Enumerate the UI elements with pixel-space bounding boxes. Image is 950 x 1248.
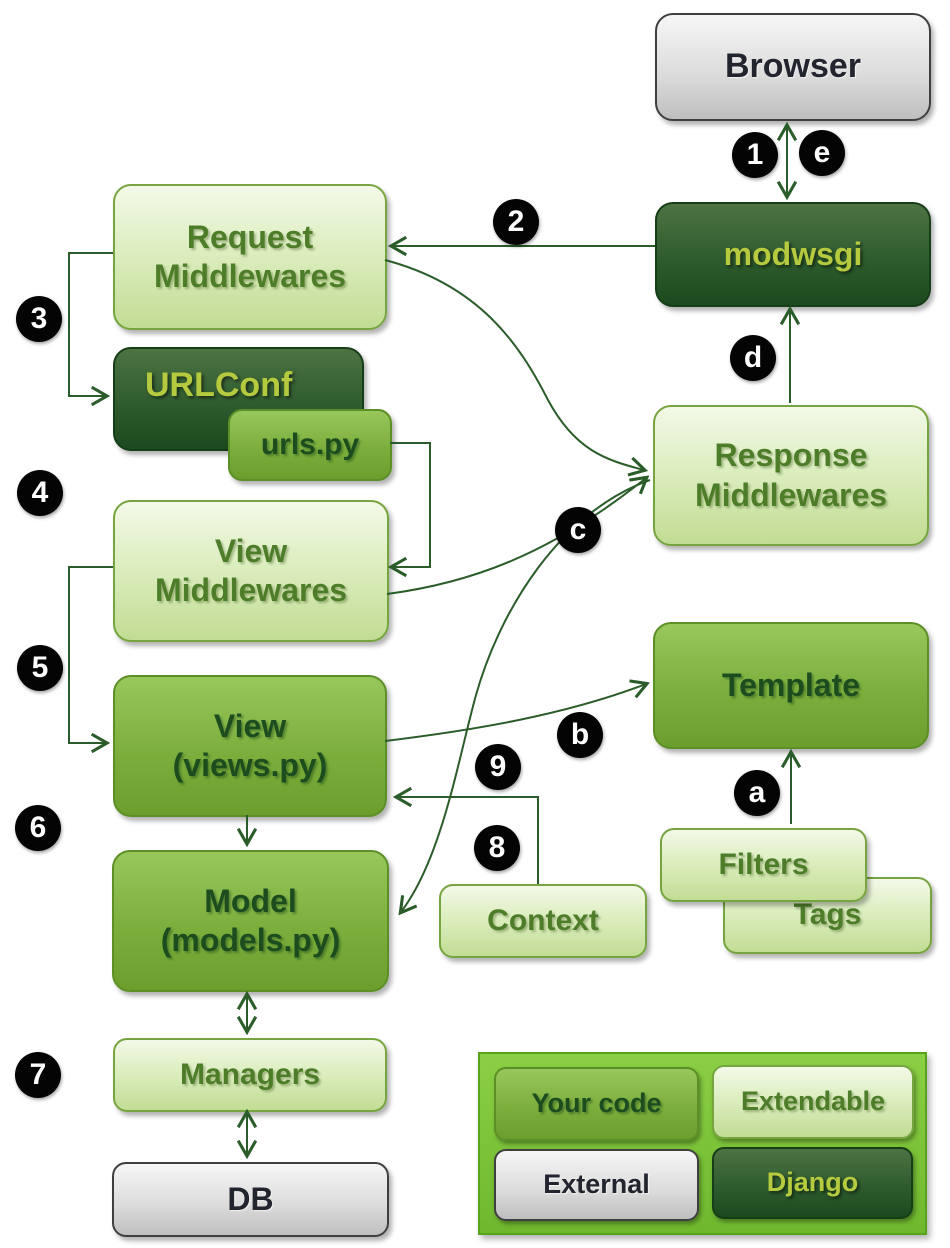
node-context: Context	[439, 884, 647, 958]
edge-view-middlewares-to-view	[68, 566, 113, 754]
badge-label: 9	[489, 750, 507, 783]
node-label: Template	[721, 666, 861, 703]
node-request-middlewares: Request Middlewares	[113, 184, 387, 330]
badge-label: 8	[488, 831, 506, 864]
node-view-middlewares: View Middlewares	[113, 500, 389, 642]
badge-step-5: 5	[17, 645, 63, 691]
node-model: Model (models.py)	[112, 850, 389, 992]
legend-label: Your code	[531, 1088, 662, 1119]
node-template: Template	[653, 622, 929, 749]
legend-item-django: Django	[712, 1147, 913, 1219]
badge-label: a	[748, 776, 766, 809]
node-label: modwsgi	[723, 235, 863, 272]
node-label: Browser	[724, 47, 862, 86]
node-label: Filters	[718, 847, 809, 881]
badge-label: 4	[31, 476, 49, 509]
legend-item-your-code: Your code	[494, 1067, 699, 1141]
badge-step-7: 7	[15, 1052, 61, 1098]
legend-label: Django	[766, 1167, 859, 1198]
edge-view-middlewares-to-response-middlewares-curve	[386, 475, 650, 595]
badge-step-2: 2	[493, 199, 539, 245]
edge-request-middlewares-to-urlconf	[68, 252, 113, 407]
legend-item-extendable: Extendable	[712, 1065, 914, 1139]
badge-step-4: 4	[17, 470, 63, 516]
badge-step-6: 6	[15, 805, 61, 851]
node-label: Managers	[179, 1057, 321, 1091]
badge-label: e	[813, 136, 831, 169]
node-db: DB	[112, 1162, 389, 1237]
node-label: Model (models.py)	[160, 882, 341, 958]
node-view: View (views.py)	[113, 675, 387, 817]
badge-step-a: a	[734, 770, 780, 816]
badge-label: 6	[29, 811, 47, 844]
node-label: DB	[227, 1180, 274, 1217]
node-label: View (views.py)	[172, 707, 328, 783]
node-browser: Browser	[655, 13, 931, 121]
node-label: Response Middlewares	[694, 437, 888, 513]
badge-label: b	[570, 718, 590, 751]
edge-urls-py-to-view-middlewares	[387, 442, 431, 578]
badge-label: 7	[29, 1058, 47, 1091]
badge-step-3: 3	[16, 296, 62, 342]
badge-step-1: 1	[732, 132, 778, 178]
badge-label: 1	[746, 138, 764, 171]
legend-item-external: External	[494, 1149, 699, 1221]
badge-label: d	[743, 341, 763, 374]
node-label: URLConf	[145, 366, 293, 404]
badge-step-8: 8	[474, 825, 520, 871]
badge-label: 5	[31, 651, 49, 684]
node-label: View Middlewares	[154, 532, 348, 608]
node-label: Tags	[793, 898, 862, 932]
badge-label: 2	[507, 205, 525, 238]
badge-step-9: 9	[475, 744, 521, 790]
node-urls-py: urls.py	[228, 409, 392, 481]
edge-view-to-template-curve	[384, 679, 650, 742]
node-modwsgi: modwsgi	[655, 202, 931, 307]
edge-context-to-model-curve	[398, 479, 651, 916]
legend-label: External	[543, 1169, 650, 1200]
edge-request-middlewares-to-response-middlewares-curve	[384, 259, 649, 477]
badge-step-b: b	[557, 712, 603, 758]
node-label: urls.py	[260, 427, 360, 461]
legend-panel: Your code Extendable External Django	[478, 1052, 927, 1235]
node-filters: Filters	[660, 828, 867, 902]
node-response-middlewares: Response Middlewares	[653, 405, 929, 546]
badge-step-c: c	[555, 507, 601, 553]
badge-step-e: e	[799, 130, 845, 176]
node-label: Request Middlewares	[153, 218, 347, 294]
badge-label: 3	[30, 302, 48, 335]
badge-step-d: d	[730, 335, 776, 381]
legend-label: Extendable	[740, 1086, 886, 1117]
node-managers: Managers	[113, 1038, 387, 1112]
node-label: Context	[487, 903, 599, 937]
badge-label: c	[569, 513, 587, 546]
